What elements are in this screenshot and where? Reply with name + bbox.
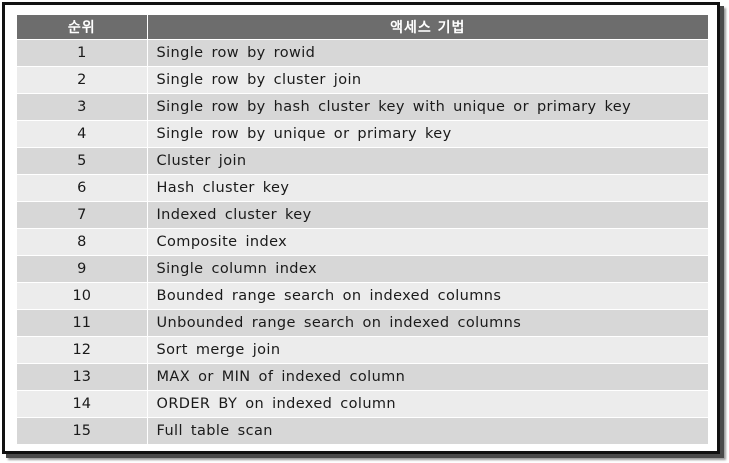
rank-column-header: 순위 (17, 15, 148, 40)
rank-cell: 10 (17, 282, 148, 310)
access-method-cell: Full table scan (147, 417, 708, 444)
rank-cell: 8 (17, 228, 148, 256)
rank-cell: 1 (17, 39, 148, 67)
access-method-cell: Single column index (147, 255, 708, 283)
rank-cell: 2 (17, 66, 148, 94)
rank-cell: 3 (17, 93, 148, 121)
rank-cell: 4 (17, 120, 148, 148)
access-method-cell: Single row by unique or primary key (147, 120, 708, 148)
rank-cell: 7 (17, 201, 148, 229)
method-column-header: 액세스 기법 (147, 15, 708, 40)
access-method-cell: Cluster join (147, 147, 708, 175)
rank-cell: 14 (17, 390, 148, 418)
access-method-cell: ORDER BY on indexed column (147, 390, 708, 418)
table-header-row: 순위 액세스 기법 (17, 15, 708, 40)
access-method-cell: Composite index (147, 228, 708, 256)
access-method-cell: Bounded range search on indexed columns (147, 282, 708, 310)
rank-cell: 6 (17, 174, 148, 202)
rank-cell: 9 (17, 255, 148, 283)
access-method-cell: Unbounded range search on indexed column… (147, 309, 708, 337)
rank-cell: 12 (17, 336, 148, 364)
rank-cell: 13 (17, 363, 148, 391)
access-method-cell: Single row by cluster join (147, 66, 708, 94)
access-method-cell: Indexed cluster key (147, 201, 708, 229)
access-method-cell: MAX or MIN of indexed column (147, 363, 708, 391)
access-method-cell: Sort merge join (147, 336, 708, 364)
rank-cell: 5 (17, 147, 148, 175)
access-method-cell: Single row by rowid (147, 39, 708, 67)
rank-cell: 15 (17, 417, 148, 444)
access-method-cell: Hash cluster key (147, 174, 708, 202)
access-method-cell: Single row by hash cluster key with uniq… (147, 93, 708, 121)
rank-cell: 11 (17, 309, 148, 337)
